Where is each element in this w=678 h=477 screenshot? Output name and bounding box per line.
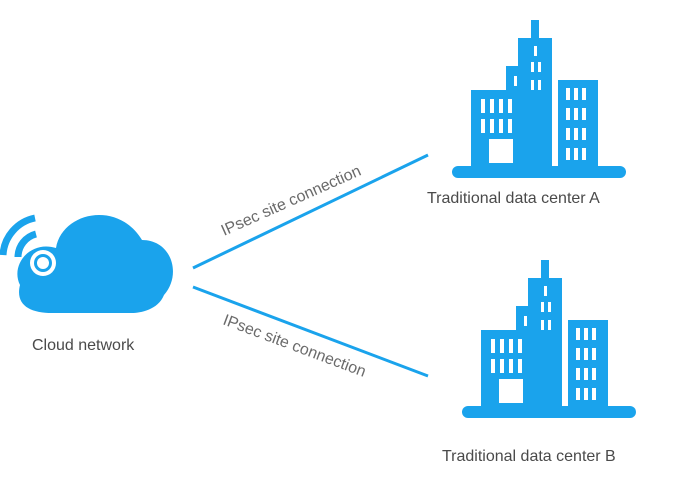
cloud-wifi-icon [0, 214, 173, 313]
connection-label-a: IPsec site connection [219, 163, 364, 240]
connection-line-b [192, 285, 429, 378]
data-center-a-label: Traditional data center A [427, 190, 600, 207]
building-icon-b [462, 260, 636, 418]
connection-line-a [192, 153, 429, 270]
cloud-network-label: Cloud network [32, 337, 135, 354]
data-center-b-label: Traditional data center B [442, 448, 616, 465]
building-icon-a [452, 20, 626, 178]
